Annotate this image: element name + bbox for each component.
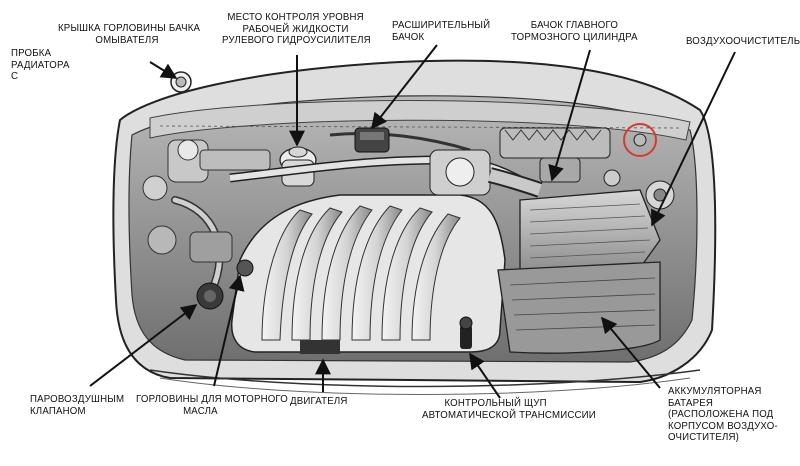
expansion-tank-shape (354, 127, 390, 153)
label-dipstick: КОНТРОЛЬНЫЙ ЩУП АВТОМАТИЧЕСКОЙ ТРАНСМИСС… (422, 397, 596, 421)
label-expansion-tank: РАСШИРИТЕЛЬНЫЙ БАЧОК (392, 19, 491, 43)
left-components (142, 139, 271, 294)
washer-cap-shape (170, 71, 192, 93)
label-radiator-cap: ПРОБКА РАДИАТОРА С (11, 47, 70, 82)
label-washer-cap: КРЫШКА ГОРЛОВИНЫ БАЧКА ОМЫВАТЕЛЯ (58, 22, 201, 46)
air-cleaner-shape (497, 189, 661, 354)
label-brake-reservoir: БАЧОК ГЛАВНОГО ТОРМОЗНОГО ЦИЛИНДРА (511, 19, 638, 43)
leader-lines (89, 44, 736, 399)
dipstick-shape (459, 316, 473, 349)
label-power-steering: МЕСТО КОНТРОЛЯ УРОВНЯ РАБОЧЕЙ ЖИДКОСТИ Р… (222, 11, 371, 46)
label-engine: ДВИГАТЕЛЯ (290, 395, 348, 407)
throttle-body (429, 149, 543, 198)
intake-manifold (230, 194, 506, 354)
highlight-circle (623, 123, 657, 157)
label-air-cleaner: ВОЗДУХООЧИСТИТЕЛЬ (686, 35, 800, 47)
strut-tower (603, 169, 675, 210)
oil-filler-shape (196, 259, 254, 310)
label-pcv-valve: ПАРОВОЗДУШНЫМ КЛАПАНОМ (30, 393, 125, 417)
label-battery: АККУМУЛЯТОРНАЯ БАТАРЕЯ (РАСПОЛОЖЕНА ПОД … (668, 385, 778, 443)
label-oil-filler: ГОРЛОВИНЫ ДЛЯ МОТОРНОГО МАСЛА (136, 393, 289, 417)
